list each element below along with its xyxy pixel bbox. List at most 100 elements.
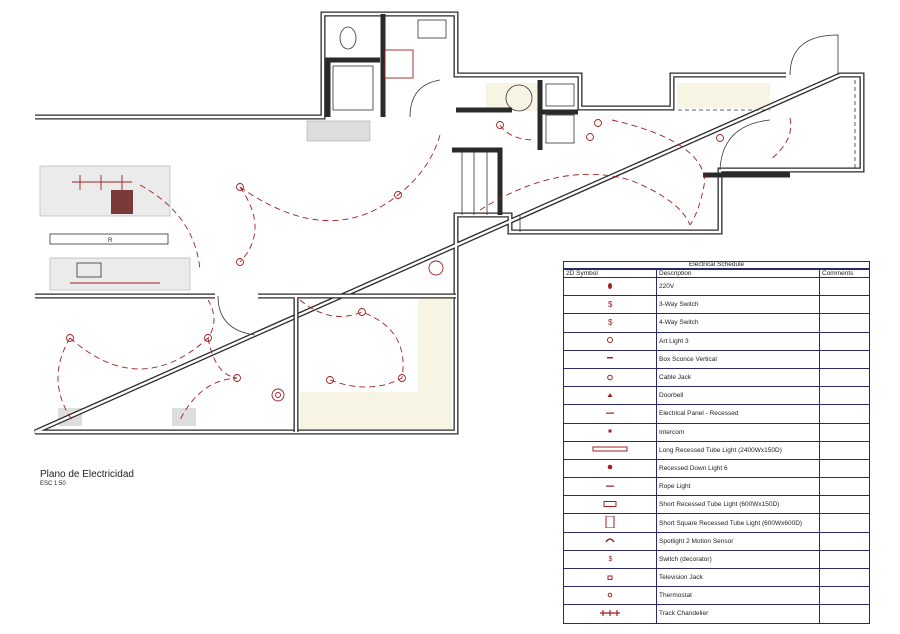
- kitchen-island: [39, 165, 171, 217]
- comments-cell: [819, 367, 870, 388]
- comments-cell: [819, 531, 870, 551]
- long-tube-light-icon: [592, 446, 628, 452]
- symbol-cell: [563, 386, 657, 406]
- schedule-row: Track Chandelier: [563, 604, 870, 624]
- description-cell: Rope Light: [656, 477, 820, 497]
- symbol-cell: $: [563, 313, 657, 333]
- recessed-down-light-icon: [607, 465, 613, 470]
- comments-cell: [819, 549, 870, 570]
- thermostat-icon: [607, 592, 613, 598]
- comments-cell: [819, 604, 870, 624]
- description-cell: 220V: [656, 276, 820, 297]
- description-cell: Cable Jack: [656, 367, 820, 388]
- plan-scale: ESC 1:50: [40, 481, 66, 487]
- recessed-down-light-icon: [236, 183, 244, 191]
- three-way-switch-icon: $: [608, 300, 613, 309]
- laundry-area: [486, 83, 542, 111]
- pantry-box: [545, 83, 575, 107]
- tv-cabinet: [306, 120, 371, 142]
- svg-text:$: $: [608, 318, 613, 327]
- symbol-cell: $: [563, 295, 657, 315]
- symbol-cell: [563, 349, 657, 369]
- symbol-cell: [563, 495, 657, 515]
- symbol-cell: [563, 531, 657, 551]
- comments-cell: [819, 495, 870, 515]
- schedule-row: Cable Jack: [563, 367, 870, 388]
- description-cell: Recessed Down Light 6: [656, 458, 820, 479]
- rope-light-icon: [606, 485, 614, 487]
- symbol-cell: [563, 404, 657, 424]
- recessed-down-light-icon: [66, 334, 74, 342]
- track-chandelier-icon: [72, 175, 132, 190]
- symbol-cell: [563, 458, 657, 479]
- recessed-down-light-icon: [394, 191, 402, 199]
- header-description: Description: [656, 268, 820, 278]
- svg-text:$: $: [609, 556, 613, 563]
- schedule-row: $ Switch (decorator): [563, 549, 870, 570]
- fridge-bar: [49, 233, 169, 245]
- comments-cell: [819, 458, 870, 479]
- description-cell: Television Jack: [656, 567, 820, 588]
- recessed-down-light-icon: [326, 376, 334, 384]
- symbol-cell: [563, 477, 657, 497]
- shower: [332, 65, 374, 111]
- description-cell: Doorbell: [656, 386, 820, 406]
- schedule-row: $ 3-Way Switch: [563, 295, 870, 315]
- description-cell: Intercom: [656, 422, 820, 442]
- recessed-down-light-icon: [233, 374, 241, 382]
- schedule-row: Long Recessed Tube Light (2400Wx150D): [563, 440, 870, 460]
- outlet-220v-icon: [608, 282, 612, 289]
- floor-areas: [39, 83, 770, 430]
- schedule-row: Intercom: [563, 422, 870, 442]
- four-way-switch-icon: $: [608, 318, 613, 327]
- symbol-cell: [563, 440, 657, 460]
- symbol-cell: [563, 367, 657, 388]
- switch-decorator-icon: $: [609, 556, 613, 563]
- schedule-row: Short Square Recessed Tube Light (600Wx6…: [563, 513, 870, 533]
- schedule-row: Spotlight 2 Motion Sensor: [563, 531, 870, 551]
- description-cell: Thermostat: [656, 586, 820, 606]
- recessed-lights: [66, 119, 724, 384]
- schedule-row: Thermostat: [563, 586, 870, 606]
- recessed-down-light-icon: [358, 308, 366, 316]
- kitchen-counter: [49, 257, 191, 291]
- description-cell: 3-Way Switch: [656, 295, 820, 315]
- recessed-down-light-icon: [398, 374, 406, 382]
- symbol-cell: $: [563, 549, 657, 570]
- recessed-down-light-icon: [716, 134, 724, 142]
- sink: [76, 262, 102, 278]
- symbol-cell: [563, 567, 657, 588]
- plan-title: Plano de Electricidad: [40, 469, 134, 480]
- sink: [417, 19, 447, 39]
- comments-cell: [819, 276, 870, 297]
- header-symbol: 2D Symbol: [563, 268, 657, 278]
- kitchen-fixtures: R: [49, 175, 444, 402]
- schedule-row: 220V: [563, 276, 870, 297]
- recessed-down-light-icon: [236, 258, 244, 266]
- symbol-cell: [563, 331, 657, 351]
- bathroom-fixtures: [332, 19, 533, 112]
- schedule-row: Rope Light: [563, 477, 870, 497]
- art-light-icon: [607, 337, 613, 344]
- spotlight-motion-sensor-icon: [605, 538, 615, 543]
- recessed-down-light-icon: [586, 133, 594, 141]
- square-tube-light-icon: [384, 49, 414, 79]
- intercom-icon: [608, 429, 612, 433]
- cable-jack-icon: [607, 374, 613, 380]
- schedule-row: Art Light 3: [563, 331, 870, 351]
- comments-cell: [819, 313, 870, 333]
- symbol-cell: [563, 276, 657, 297]
- schedule-row: Short Recessed Tube Light (600Wx150D): [563, 495, 870, 515]
- walls: [33, 11, 865, 435]
- comments-cell: [819, 349, 870, 369]
- comments-cell: [819, 440, 870, 460]
- schedule-row: $ 4-Way Switch: [563, 313, 870, 333]
- fridge-label: R: [108, 238, 113, 244]
- track-chandelier-icon: [600, 609, 620, 616]
- nightstand: [172, 408, 196, 426]
- comments-cell: [819, 386, 870, 406]
- schedule-row: Recessed Down Light 6: [563, 458, 870, 479]
- toilet: [339, 26, 357, 50]
- comments-cell: [819, 331, 870, 351]
